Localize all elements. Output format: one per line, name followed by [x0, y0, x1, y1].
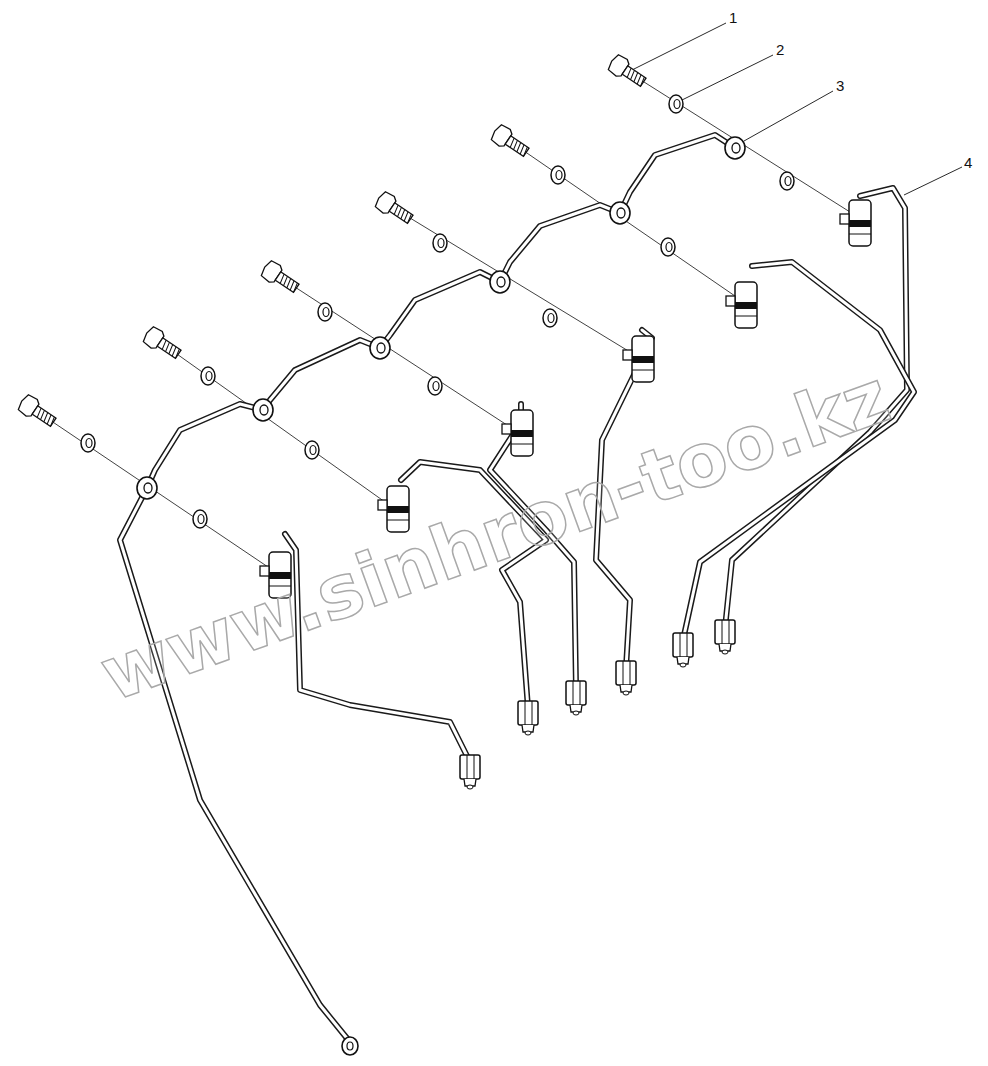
callout-number: 3	[836, 78, 844, 93]
watermark: www.sinhron-too.kz	[92, 358, 899, 712]
callout-number: 1	[729, 10, 737, 25]
callout-number: 2	[776, 42, 784, 57]
callout-number: 4	[964, 155, 972, 170]
